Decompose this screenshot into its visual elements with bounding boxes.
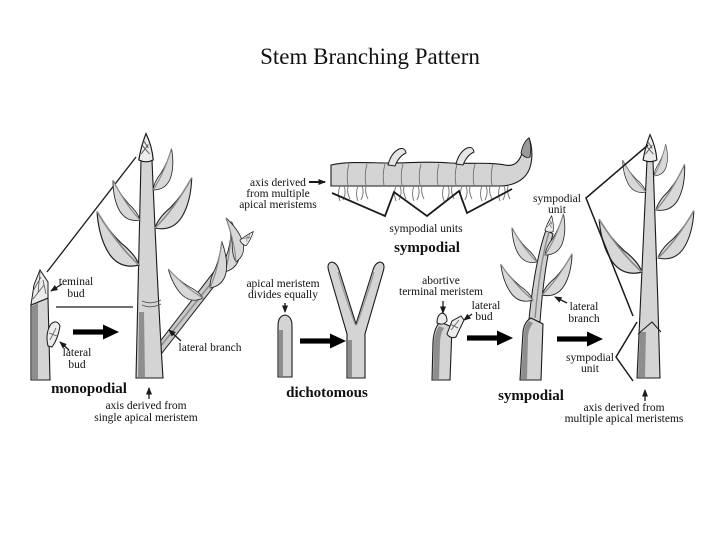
sympodial-name-label: sympodial — [498, 388, 564, 404]
thick-right-arrow-2 — [557, 331, 603, 347]
rhizome — [330, 137, 533, 202]
rhizome-axis-note-line3: apical meristems — [239, 199, 317, 211]
abortive-note-line1: abortive — [422, 275, 460, 287]
dichotomous-name-label: dichotomous — [286, 385, 368, 401]
forked-stem — [327, 261, 385, 379]
lateral-bud-label-line1: lateral — [63, 347, 92, 359]
lateral-bud-label-line1: lateral — [472, 300, 501, 312]
lateral-bud-label-line2: bud — [475, 311, 493, 323]
axis-note-line2: single apical meristem — [94, 412, 198, 424]
unit-mid-bracket — [615, 321, 638, 382]
sympodial-upright-group: abortive terminal meristem lateral bud — [399, 134, 699, 425]
unit-top-label-line2: unit — [548, 204, 567, 216]
rhizome-name-label: sympodial — [394, 240, 460, 256]
sympodial-cutting — [431, 312, 465, 381]
dichotomous-note-line2: divides equally — [248, 289, 318, 301]
monopodial-name-label: monopodial — [51, 381, 127, 397]
sympodial-joint-line — [637, 321, 662, 335]
lateral-bud-arrow — [59, 341, 70, 351]
monopodial-cutting — [30, 268, 61, 381]
unit-top-label-line1: sympodial — [533, 193, 581, 205]
dichotomous-group: apical meristem divides equally dichotom… — [246, 261, 385, 401]
dichotomous-note-line1: apical meristem — [246, 278, 319, 290]
axis-note-line1: axis derived from — [583, 402, 664, 414]
rhizome-bud-2 — [455, 147, 475, 166]
rhizome-roots — [338, 185, 511, 202]
unit-top-bracket — [585, 144, 649, 317]
sympodial-units-label: sympodial units — [389, 223, 463, 235]
stem-node-ring — [141, 299, 162, 308]
sympodial-mid-plant — [500, 213, 577, 381]
lateral-branch-arrow — [554, 296, 568, 304]
abortive-tip — [436, 312, 448, 325]
thick-right-arrow — [300, 333, 346, 349]
thick-right-arrow-1 — [467, 330, 513, 346]
terminal-bud-label-line1: teminal — [59, 276, 94, 288]
axis-note-line2: multiple apical meristems — [565, 413, 684, 425]
rhizome-axis-note-line2: from multiple — [246, 188, 310, 200]
rhizome-tip — [520, 137, 532, 158]
branch-leaf-cluster — [167, 217, 257, 304]
lateral-bud-arrow — [463, 313, 473, 321]
simple-stem — [277, 314, 293, 378]
lateral-branch-label-line2: branch — [568, 313, 600, 325]
branch-terminal-bud — [544, 214, 557, 234]
lateral-bud-label-line2: bud — [68, 359, 86, 371]
abortive-note-line2: terminal meristem — [399, 286, 483, 298]
rhizome-group: axis derived from multiple apical merist… — [239, 137, 533, 256]
sympodial-units-bracket — [331, 188, 513, 218]
rhizome-bud-1 — [387, 148, 407, 167]
rhizome-axis-note-line1: axis derived — [250, 177, 306, 189]
terminal-bud-top — [138, 133, 154, 163]
lateral-branch-label: lateral branch — [179, 342, 242, 354]
sympodial-tall-plant — [595, 134, 699, 379]
axis-note-line1: axis derived from — [105, 400, 186, 412]
lateral-branch-label-line1: lateral — [570, 301, 599, 313]
rhizome-segments — [346, 163, 494, 186]
terminal-bud-arrow — [50, 283, 63, 292]
lateral-branch-arrow — [168, 329, 182, 342]
relation-line — [46, 156, 137, 273]
page-title: Stem Branching Pattern — [260, 44, 480, 69]
unit-mid-label-line2: unit — [581, 363, 600, 375]
unit-mid-label-line1: sympodial — [566, 352, 614, 364]
thick-right-arrow — [73, 324, 119, 340]
terminal-bud-label-line2: bud — [67, 288, 85, 300]
monopodial-group: teminal bud lateral bud — [30, 133, 257, 424]
